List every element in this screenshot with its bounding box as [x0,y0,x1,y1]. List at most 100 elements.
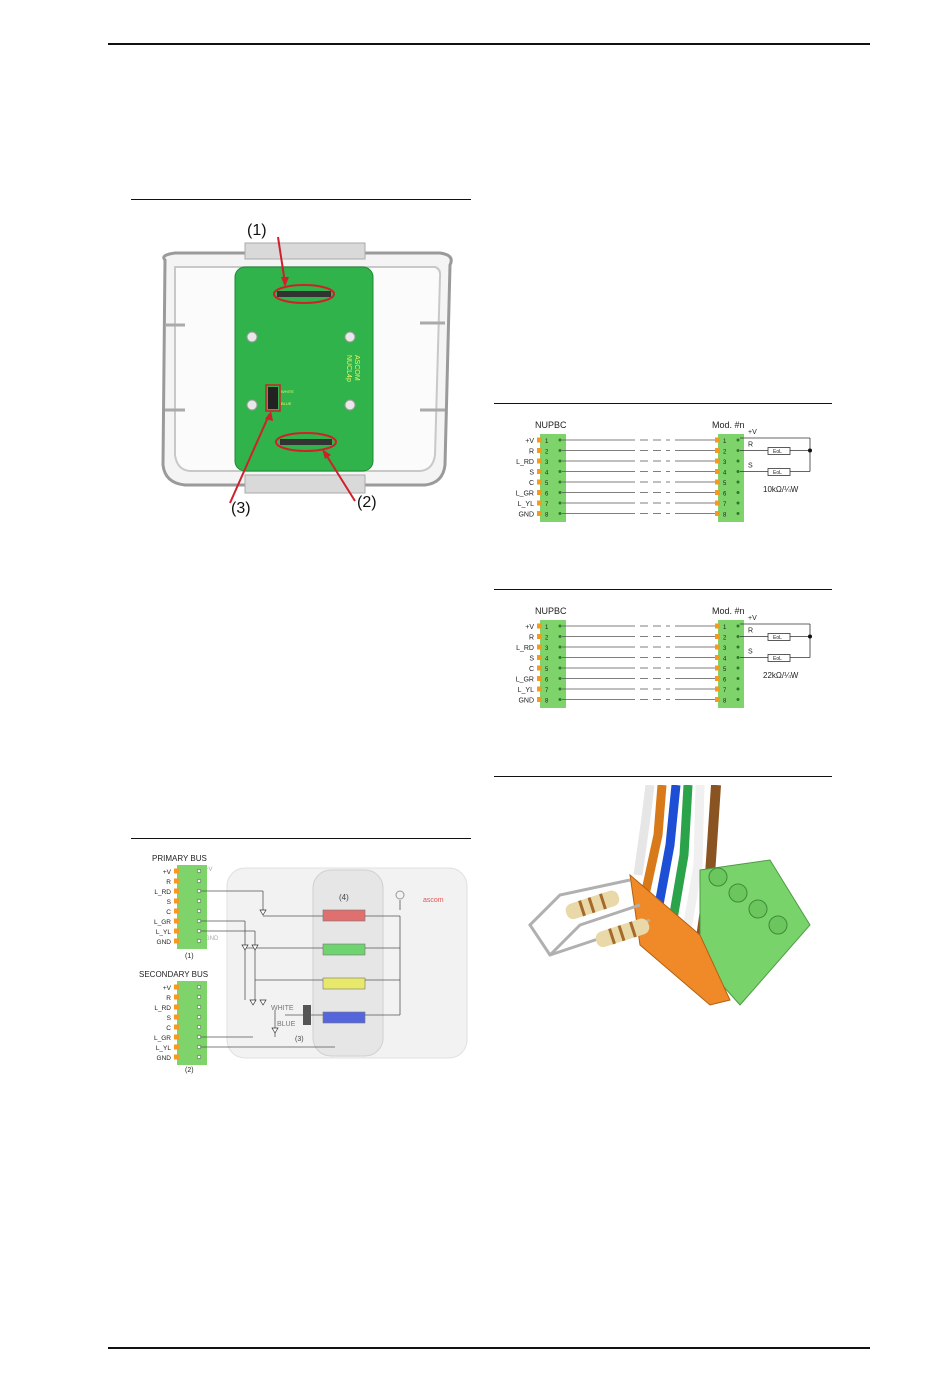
screw-dot [196,1014,202,1020]
screw-dot [558,438,562,442]
out-label-s: S [748,649,753,656]
eol-resistor [767,468,791,476]
pin-marker [537,469,542,474]
eol-label: EoL [773,449,782,455]
secondary-signal-label: L_YL [156,1045,172,1052]
signal-label: S [529,656,534,663]
pin-marker [174,1014,179,1020]
pin-marker [537,686,542,692]
primary-signal-label: S [167,899,172,906]
callout-3: (3) [231,500,251,517]
diode-icon [249,999,257,1006]
screw-dot [196,1024,202,1030]
lamp-segment [322,977,366,990]
pin-marker [715,448,720,453]
signal-label: GND [518,512,534,519]
pin-number: 7 [723,688,727,694]
pin-marker [174,878,179,884]
screw-dot [196,878,202,884]
screw-dot [558,656,562,659]
lamp-brand: ascom [423,897,444,904]
fig-22k-rule [494,589,832,590]
screw-dot [196,918,202,924]
secondary-signal-label: GND [157,1055,172,1062]
secondary-signal-label: +V [163,985,172,992]
pin-marker [537,623,542,629]
screw-dot [736,480,740,484]
pin-number: 5 [723,481,727,487]
screw-dot [196,1004,202,1010]
board-brand-text: ASCOM [353,355,360,381]
white-label: WHITE [271,1005,294,1012]
pin-number: 3 [723,646,727,652]
fig-10k-rule [494,403,832,404]
screw-dot [196,938,202,944]
pin-marker [174,918,179,924]
pin-marker [715,686,720,692]
signal-label: L_GR [516,677,534,684]
callout-1: (1) [247,222,267,239]
pin-marker [174,888,179,894]
pin-marker [537,697,542,702]
board-model-text: NUCL4p [345,355,352,382]
screw-dot [736,438,740,442]
primary-signal-label: R [166,879,171,886]
sensor-icon [395,890,405,900]
signal-label: L_YL [518,501,534,508]
pin-marker [537,500,542,506]
pin-marker [715,676,720,681]
primary-terminal-block [177,865,207,949]
secondary-signal-label: R [166,995,171,1002]
signal-label: L_RD [516,645,534,652]
lamp-segment [322,943,366,956]
secondary-num: (2) [185,1067,194,1074]
screw-dot [558,512,562,515]
pin-marker [537,511,542,516]
pin-number: 3 [545,460,549,466]
pin-number: 1 [723,439,727,445]
signal-label: R [529,449,534,456]
pin-number: 4 [723,471,727,477]
pin-marker [174,938,179,944]
right-terminal-block [718,620,744,708]
pin-marker [174,1024,179,1030]
pin-marker [537,665,542,671]
fig-photo-rule [494,776,832,777]
led-num: (4) [339,893,349,902]
nupbc-header: NUPBC [535,606,567,616]
plus-v-tag: +V [205,867,213,873]
nupbc-header: NUPBC [535,420,567,430]
pin-marker [174,868,179,874]
screw-dot [196,868,202,874]
secondary-signal-label: S [167,1015,172,1022]
pin-marker [715,634,720,639]
pin-marker [715,479,720,485]
module-header: Mod. #n [712,606,745,616]
pin-number: 1 [545,625,549,631]
screw-dot [736,491,740,494]
pin-number: 8 [723,513,727,519]
resistor-value: 22kΩ/¼W [763,671,799,680]
screw-dot [196,908,202,914]
pin-number: 3 [545,646,549,652]
primary-title: PRIMARY BUS [152,854,207,863]
pin-marker [715,623,720,629]
eol-label: EoL [773,656,782,662]
pin-marker [537,634,542,639]
pin-marker [715,697,720,702]
diode-icon [241,944,249,951]
pin-marker [174,1044,179,1050]
pin-number: 6 [723,492,727,498]
signal-label: S [529,470,534,477]
eol-resistor [767,633,791,641]
pin-number: 6 [723,678,727,684]
screw-dot [196,1054,202,1060]
screw-dot [736,449,740,452]
pin-number: 6 [545,678,549,684]
out-label-v: +V [748,429,757,436]
fig-housing-rule [131,199,471,200]
diode-icon [251,944,259,951]
connector-photo [520,785,820,1015]
screw-dot [736,459,740,463]
